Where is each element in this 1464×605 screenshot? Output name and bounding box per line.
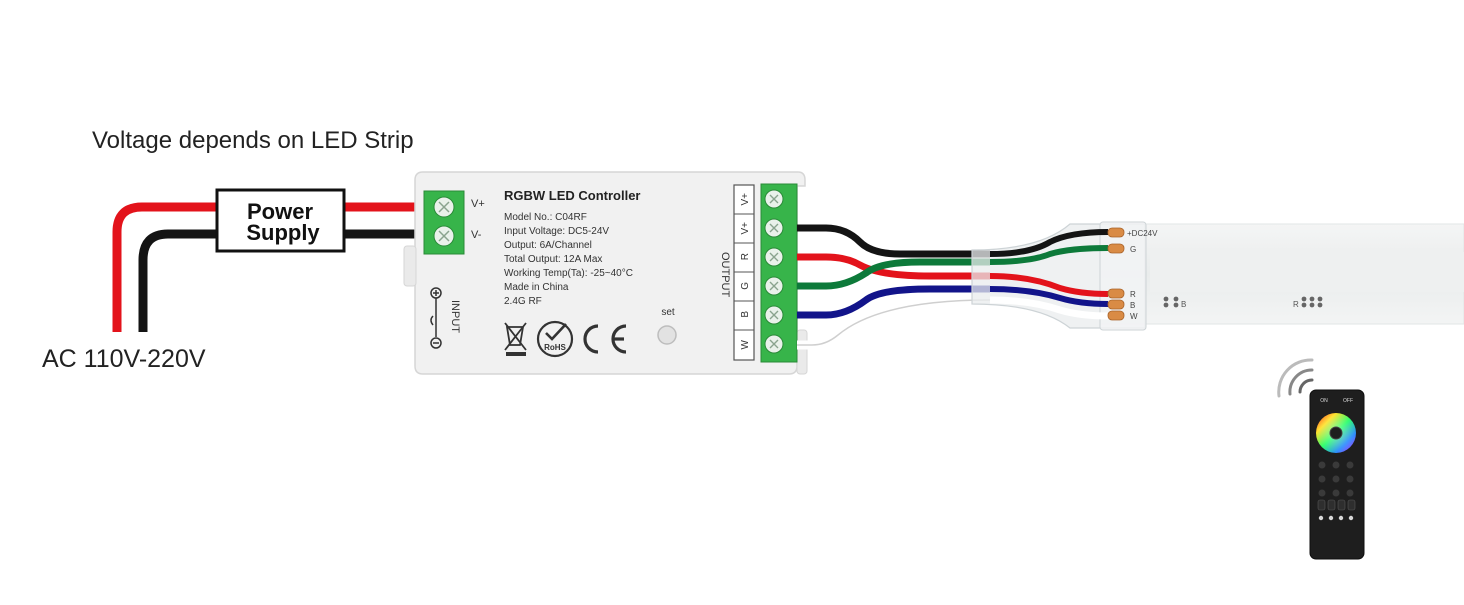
spec-rf: 2.4G RF [504, 296, 542, 307]
weee-bin-icon [504, 322, 527, 356]
strip-connector: +DC24V G R B W [971, 221, 1158, 331]
controller: V+ V- INPUT RGBW LED Controller Model No… [403, 171, 808, 375]
input-polarity-symbol [430, 287, 442, 349]
output-terminal-vplus-1: V+ [740, 193, 751, 206]
mount-tab-left [403, 245, 417, 287]
connector-label-dc24v: +DC24V [1127, 229, 1158, 238]
led-strip: B R [1099, 223, 1464, 325]
set-button[interactable] [657, 325, 677, 345]
output-terminal-block [760, 183, 798, 363]
power-supply-line2: Supply [246, 220, 320, 245]
rohs-label: RoHS [544, 343, 566, 352]
strip-pads [1163, 296, 1323, 308]
spec-input-voltage: Input Voltage: DC5-24V [504, 226, 609, 237]
mount-tab-right [796, 329, 808, 375]
output-terminal-w: W [740, 339, 751, 349]
strip-pad-label-r: R [1293, 300, 1299, 309]
input-label: INPUT [449, 300, 461, 333]
remote-control: ON OFF [1309, 389, 1365, 560]
power-supply-line1: Power [247, 199, 313, 224]
input-terminal-vplus: V+ [471, 198, 485, 210]
spec-output: Output: 6A/Channel [504, 240, 592, 251]
spec-total-output: Total Output: 12A Max [504, 254, 602, 265]
remote-off-label: OFF [1343, 398, 1353, 404]
connector-label-w: W [1130, 312, 1138, 321]
voltage-note: Voltage depends on LED Strip [92, 127, 414, 154]
ce-mark-icon [583, 324, 627, 354]
white-wire [797, 295, 991, 350]
rf-signal-icon [1277, 358, 1314, 398]
red-wire-r [797, 253, 990, 280]
spec-working-temp: Working Temp(Ta): -25~40°C [504, 268, 633, 279]
rohs-icon: RoHS [536, 320, 574, 358]
ac-voltage-label: AC 110V-220V [42, 345, 206, 373]
output-terminal-b: B [740, 311, 751, 318]
output-label: OUTPUT [719, 252, 731, 298]
blue-wire-b [797, 285, 990, 319]
input-terminal-vminus: V- [471, 229, 482, 241]
connector-label-r: R [1130, 290, 1136, 299]
set-label: set [661, 307, 675, 318]
remote-buttons[interactable] [1318, 461, 1354, 497]
power-supply-box: Power Supply [215, 188, 346, 253]
input-terminal-block [423, 190, 465, 255]
controller-title: RGBW LED Controller [504, 188, 641, 203]
output-terminal-g: G [740, 282, 751, 290]
spec-made-in: Made in China [504, 282, 569, 293]
output-terminal-vplus-2: V+ [740, 222, 751, 235]
remote-on-label: ON [1320, 398, 1328, 404]
black-wire-ac [138, 229, 222, 332]
connector-label-b: B [1130, 301, 1135, 310]
strip-pad-label-b: B [1181, 300, 1186, 309]
spec-model: Model No.: C04RF [504, 212, 587, 223]
output-wires [797, 224, 991, 350]
connector-label-g: G [1130, 245, 1136, 254]
red-wire-ac [112, 202, 222, 332]
color-wheel-center[interactable] [1329, 426, 1343, 440]
black-wire-vplus [797, 224, 990, 258]
green-wire-g [797, 258, 990, 290]
output-terminal-r: R [740, 253, 751, 260]
